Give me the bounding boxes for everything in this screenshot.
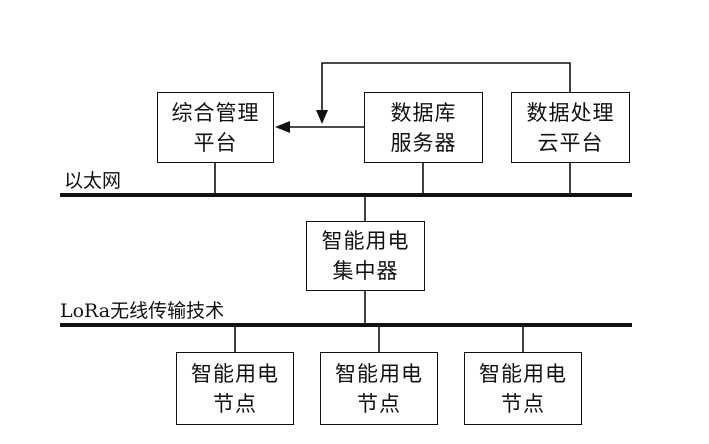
- management-platform-box: 综合管理 平台: [157, 92, 274, 163]
- concentrator-line1: 智能用电: [321, 229, 410, 253]
- cloud-line1: 数据处理: [526, 100, 615, 125]
- smart-node-box-3: 智能用电 节点: [464, 352, 582, 425]
- loop-arrowhead: [316, 110, 328, 124]
- node3-line2: 节点: [501, 391, 545, 416]
- management-line2: 平台: [193, 130, 238, 155]
- cloud-line2: 云平台: [537, 130, 604, 155]
- database-server-box: 数据库 服务器: [364, 92, 483, 163]
- management-line1: 综合管理: [171, 100, 260, 125]
- management-arrowhead: [275, 121, 290, 133]
- node2-line2: 节点: [357, 391, 401, 416]
- database-line1: 数据库: [390, 100, 457, 125]
- cloud-platform-box: 数据处理 云平台: [511, 92, 630, 163]
- cloud-to-management-path: [321, 62, 571, 112]
- node1-line2: 节点: [213, 391, 257, 416]
- concentrator-box: 智能用电 集中器: [306, 221, 425, 291]
- smart-node-box-2: 智能用电 节点: [320, 352, 438, 425]
- ethernet-label: 以太网: [64, 170, 122, 192]
- concentrator-line2: 集中器: [332, 259, 399, 283]
- smart-node-box-1: 智能用电 节点: [176, 352, 294, 425]
- lora-label: LoRa无线传输技术: [60, 300, 225, 322]
- database-line2: 服务器: [390, 130, 457, 155]
- node1-line1: 智能用电: [191, 361, 279, 386]
- node3-line1: 智能用电: [479, 361, 567, 386]
- node2-line1: 智能用电: [335, 361, 423, 386]
